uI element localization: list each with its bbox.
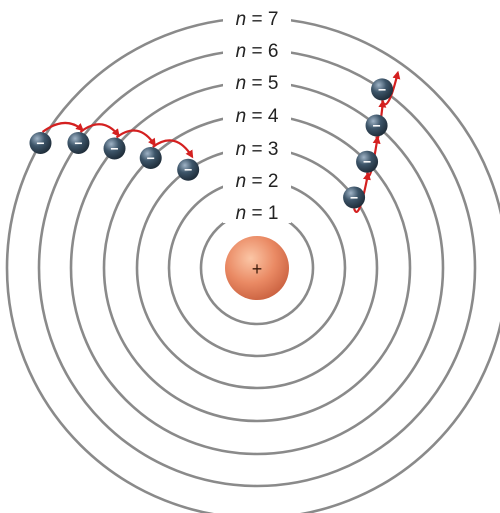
svg-text:−: − [74, 135, 82, 151]
electron-right-n6: − [371, 78, 394, 101]
electron-right-n3: − [343, 186, 366, 209]
electron-left-n5: − [103, 137, 126, 160]
orbit-label-2: n = 2 [223, 169, 291, 192]
svg-text:−: − [350, 189, 358, 205]
absorption-arrow-6-to-7 [381, 70, 401, 106]
orbit-label-4: n = 4 [223, 104, 291, 127]
absorption-arrow-3-to-4 [353, 171, 371, 214]
emission-arrow-6-to-5 [79, 123, 120, 138]
orbit-label-1: n = 1 [223, 201, 291, 224]
orbit-label-3: n = 3 [223, 137, 291, 160]
orbit-label-6: n = 6 [223, 39, 291, 62]
electron-left-n3: − [177, 158, 200, 181]
nucleus: + [225, 236, 289, 300]
emission-arrow-4-to-3 [152, 139, 194, 159]
orbit-label-text-5: n = 5 [236, 73, 279, 94]
nucleus-plus-sign: + [252, 259, 263, 279]
emission-arrow-7-to-6 [41, 121, 84, 133]
electrons: − − − − − − − − − [29, 78, 394, 209]
orbit-label-5: n = 5 [223, 71, 291, 94]
electron-right-n5: − [365, 114, 388, 137]
orbit-label-text-2: n = 2 [236, 171, 279, 192]
svg-text:−: − [147, 150, 155, 166]
svg-text:−: − [378, 81, 386, 97]
transition-arrows [41, 70, 401, 214]
svg-text:−: − [363, 154, 371, 170]
orbit-labels: n = 1 n = 2 n = 3 n = 4 n = 5 n = 6 n = 7 [223, 7, 291, 224]
emission-arrow-5-to-4 [115, 129, 156, 147]
orbit-label-text-3: n = 3 [236, 139, 279, 160]
orbit-label-text-6: n = 6 [236, 41, 279, 62]
svg-text:−: − [184, 162, 192, 178]
svg-text:−: − [36, 135, 44, 151]
svg-text:−: − [110, 140, 118, 156]
electron-left-n4: − [139, 146, 162, 169]
electron-left-n7: − [29, 132, 52, 154]
nucleus-sphere [225, 236, 289, 300]
electron-right-n4: − [356, 150, 379, 173]
orbit-label-7: n = 7 [223, 7, 291, 30]
svg-text:−: − [372, 118, 380, 134]
orbit-label-text-7: n = 7 [236, 9, 279, 30]
electron-left-n6: − [67, 131, 90, 154]
orbit-label-text-4: n = 4 [236, 106, 279, 127]
orbit-label-text-1: n = 1 [236, 203, 279, 224]
